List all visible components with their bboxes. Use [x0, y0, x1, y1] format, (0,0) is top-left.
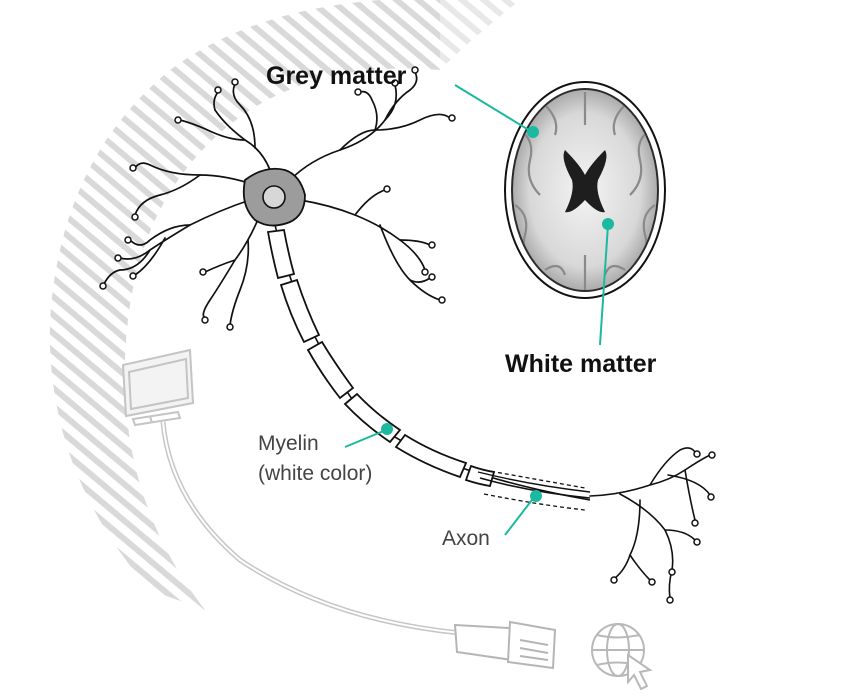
brain-mri-image — [504, 81, 666, 299]
hatched-background-inner — [440, 0, 520, 70]
brain-ventricles — [563, 150, 607, 213]
globe-cursor-icon — [591, 623, 653, 691]
ethernet-cable-icon — [453, 620, 557, 670]
hatched-background — [49, 0, 440, 610]
label-axon: Axon — [442, 527, 490, 550]
label-white-matter: White matter — [505, 350, 657, 378]
dendrite-terminals — [99, 66, 456, 331]
label-grey-matter: Grey matter — [266, 62, 407, 90]
callout-lines — [344, 84, 609, 536]
neuron-cell-body — [242, 167, 306, 227]
nucleus — [262, 185, 286, 209]
monitor-icon — [121, 348, 195, 427]
myelin-sheath — [266, 229, 496, 488]
callout-dots — [381, 126, 614, 502]
axon-exposed — [477, 469, 591, 511]
axon-terminals — [589, 447, 711, 599]
label-myelin-sub: (white color) — [258, 462, 372, 485]
axon-terminal-bulbs — [610, 450, 716, 604]
label-myelin: Myelin — [258, 432, 319, 455]
